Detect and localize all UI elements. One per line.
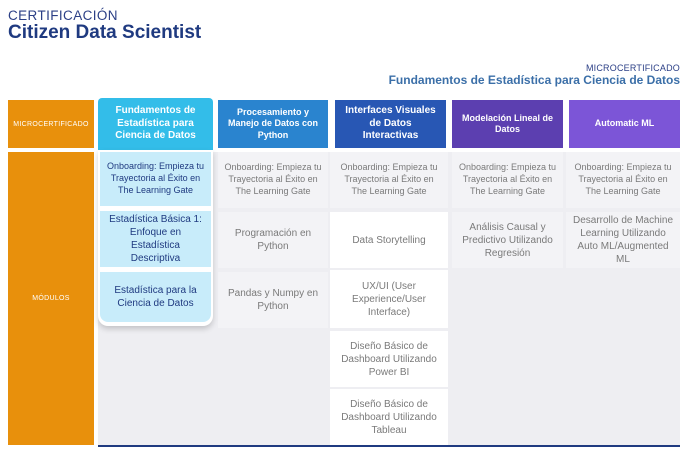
- module-cell-highlighted[interactable]: Estadística para la Ciencia de Datos: [100, 272, 211, 322]
- module-cell[interactable]: Análisis Causal y Predictivo Utilizando …: [452, 212, 563, 268]
- module-cell[interactable]: Data Storytelling: [330, 212, 448, 268]
- column-header-fundamentos[interactable]: Fundamentos de Estadística para Ciencia …: [98, 98, 213, 150]
- microcertificate-label: MICROCERTIFICADO: [585, 63, 680, 73]
- column-header-modelacion[interactable]: Modelación Lineal de Datos: [452, 100, 563, 148]
- module-cell[interactable]: UX/UI (User Experience/User Interface): [330, 270, 448, 328]
- module-cell[interactable]: Diseño Básico de Dashboard Utilizando Po…: [330, 331, 448, 387]
- module-cell-highlighted[interactable]: Estadística Básica 1: Enfoque en Estadís…: [100, 211, 211, 267]
- module-cell[interactable]: Diseño Básico de Dashboard Utilizando Ta…: [330, 389, 448, 445]
- module-cell-highlighted[interactable]: Onboarding: Empieza tu Trayectoria al Éx…: [100, 152, 211, 206]
- bottom-divider: [98, 445, 680, 447]
- microcertificate-title: Fundamentos de Estadística para Ciencia …: [388, 73, 680, 87]
- module-cell[interactable]: Onboarding: Empieza tu Trayectoria al Éx…: [452, 152, 563, 208]
- column-header-automatic-ml[interactable]: Automatic ML: [569, 100, 680, 148]
- row-label-microcertificado: MICROCERTIFICADO: [8, 100, 94, 148]
- module-cell[interactable]: Onboarding: Empieza tu Trayectoria al Éx…: [218, 152, 328, 208]
- certification-label: CERTIFICACIÓN: [8, 8, 118, 23]
- column-header-procesamiento[interactable]: Procesamiento y Manejo de Datos con Pyth…: [218, 100, 328, 148]
- column-header-interfaces[interactable]: Interfaces Visuales de Datos Interactiva…: [335, 100, 446, 148]
- row-label-modulos: MÓDULOS: [8, 152, 94, 445]
- module-cell[interactable]: Pandas y Numpy en Python: [218, 272, 328, 328]
- module-cell[interactable]: Desarrollo de Machine Learning Utilizand…: [566, 212, 680, 268]
- certification-title: Citizen Data Scientist: [8, 22, 202, 43]
- module-cell[interactable]: Onboarding: Empieza tu Trayectoria al Éx…: [566, 152, 680, 208]
- module-cell[interactable]: Programación en Python: [218, 212, 328, 268]
- module-cell[interactable]: Onboarding: Empieza tu Trayectoria al Éx…: [330, 152, 448, 208]
